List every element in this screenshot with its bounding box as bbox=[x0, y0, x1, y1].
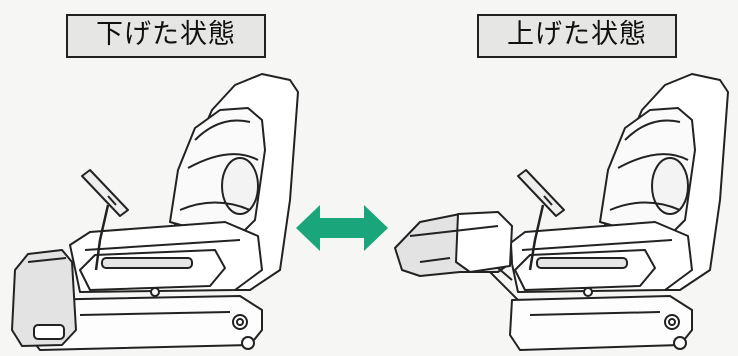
backrest-pad-circle bbox=[651, 157, 689, 215]
double-arrow-icon bbox=[296, 205, 388, 251]
double-arrow-shape bbox=[296, 205, 388, 251]
footrest-lowered bbox=[11, 249, 77, 347]
lowered-state-label: 下げた状態 bbox=[66, 14, 266, 58]
armrest bbox=[514, 249, 656, 291]
footrest-leg-panel bbox=[455, 211, 513, 273]
massage-chair-lowered-illustration bbox=[11, 73, 299, 351]
armrest bbox=[79, 249, 226, 291]
chair-base bbox=[509, 295, 693, 351]
remote-control bbox=[81, 169, 129, 217]
backrest-pad-circle bbox=[221, 157, 259, 215]
remote-control-arm bbox=[528, 204, 545, 271]
massage-chair-raised-illustration bbox=[394, 73, 729, 351]
remote-control-arm bbox=[94, 204, 110, 271]
raised-state-label: 上げた状態 bbox=[477, 14, 677, 58]
